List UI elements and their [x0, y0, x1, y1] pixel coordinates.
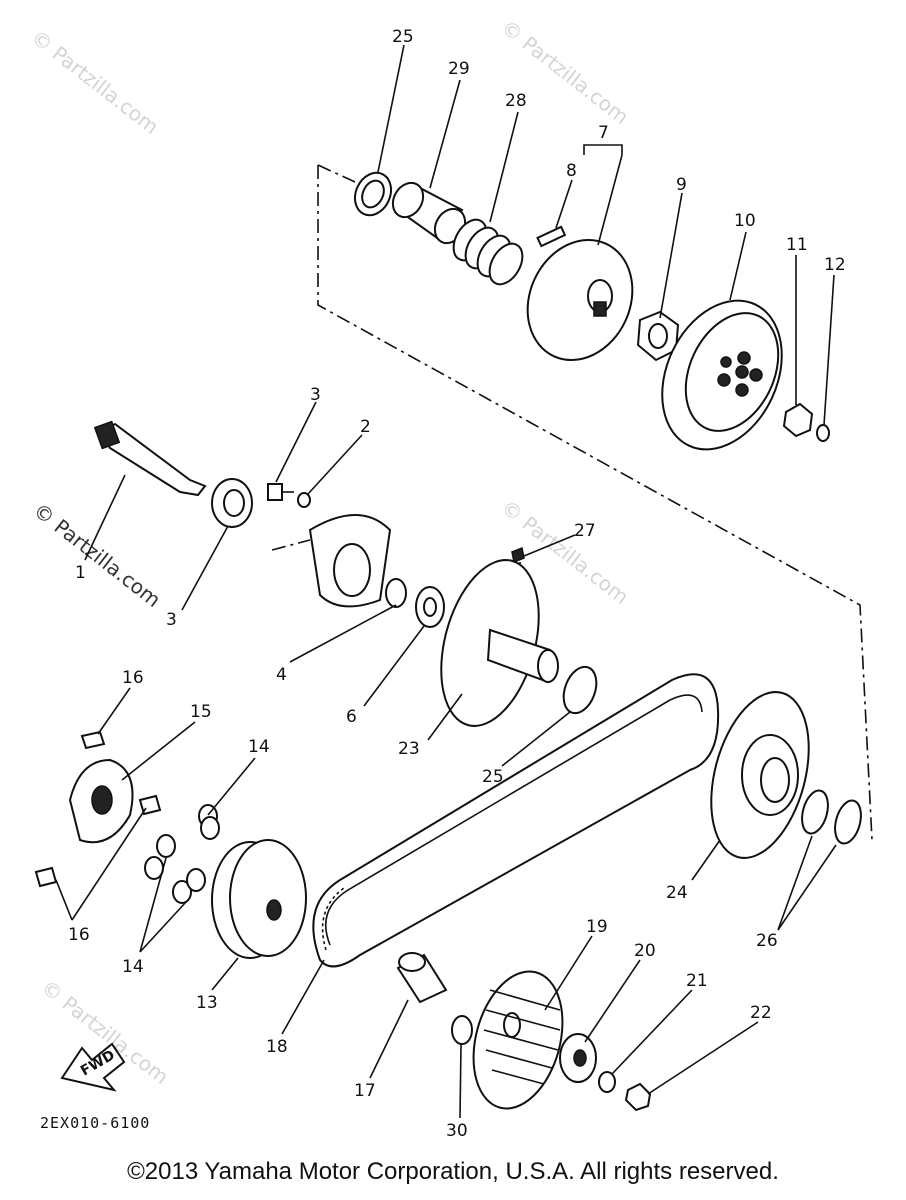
part-18-v-belt [312, 673, 720, 968]
part-9-nut [636, 310, 680, 362]
callout-8: 8 [566, 161, 577, 181]
callout-13: 13 [196, 993, 218, 1013]
callout-17: 17 [354, 1081, 376, 1101]
callout-15: 15 [190, 702, 212, 722]
part-8-spring-small [536, 225, 567, 248]
part-14-rollers [144, 804, 220, 904]
part-10-clutch-housing [661, 299, 783, 451]
callout-27: 27 [574, 521, 596, 541]
callout-6: 6 [346, 707, 357, 727]
leader-lines [55, 44, 837, 1119]
callout-22: 22 [750, 1003, 772, 1023]
callout-23: 23 [398, 739, 420, 759]
part-26-washers [801, 789, 862, 845]
part-7-clutch-carrier [526, 238, 634, 362]
part-22-nut [624, 1082, 652, 1112]
part-1-drive-shaft [93, 420, 207, 497]
part-6-bearing [415, 586, 445, 628]
callout-16-bottom: 16 [68, 925, 90, 945]
callout-3-bearing: 3 [166, 610, 177, 630]
part-3-bearing [211, 478, 253, 528]
part-4-washer [385, 578, 407, 608]
part-3-bolt [267, 483, 294, 501]
callout-12: 12 [824, 255, 846, 275]
callout-10: 10 [734, 211, 756, 231]
diagram-code: 2EX010-6100 [40, 1114, 150, 1132]
part-16-slider-a [80, 730, 106, 750]
part-25-oil-seal [354, 171, 392, 217]
callout-labels: 25 29 28 7 8 9 10 11 12 3 2 1 3 27 4 6 2… [68, 27, 846, 1141]
callout-4: 4 [276, 665, 287, 685]
callout-9: 9 [676, 175, 687, 195]
callout-25-lower: 25 [482, 767, 504, 787]
copyright-notice: ©2013 Yamaha Motor Corporation, U.S.A. A… [127, 1158, 779, 1185]
watermark-5: © Partzilla.com [29, 498, 165, 612]
callout-19: 19 [586, 917, 608, 937]
part-23-secondary-sheave [440, 559, 559, 727]
part-17-collar [396, 952, 448, 1004]
callout-14-top: 14 [248, 737, 270, 757]
callout-30: 30 [446, 1121, 468, 1141]
watermark-1: © Partzilla.com [27, 25, 163, 139]
cover-plate [308, 514, 392, 608]
callout-11: 11 [786, 235, 808, 255]
part-21-washer [598, 1071, 616, 1093]
callout-14-bottom: 14 [122, 957, 144, 977]
part-28-spring [452, 218, 524, 286]
callout-24: 24 [666, 883, 688, 903]
part-24-sliding-sheave [710, 691, 810, 859]
callout-7: 7 [598, 123, 609, 143]
callout-1: 1 [75, 563, 86, 583]
part-19-fan [472, 970, 564, 1110]
part-25-seal-lower [562, 665, 598, 715]
part-16-slider-c [34, 866, 58, 888]
clutch-assembly-frame [271, 164, 873, 841]
part-20-nut-plate [559, 1033, 597, 1083]
part-13-primary-sheave [211, 839, 307, 959]
callout-25: 25 [392, 27, 414, 47]
part-15-cam [68, 758, 134, 844]
part-30-washer [451, 1015, 473, 1045]
fwd-arrow-icon: FWD [60, 1042, 126, 1092]
part-12-washer [816, 424, 830, 442]
callout-20: 20 [634, 941, 656, 961]
callout-29: 29 [448, 59, 470, 79]
callout-2: 2 [360, 417, 371, 437]
callout-21: 21 [686, 971, 708, 991]
callout-3-bolt: 3 [310, 385, 321, 405]
part-2-washer [297, 492, 311, 508]
callout-18: 18 [266, 1037, 288, 1057]
callout-26: 26 [756, 931, 778, 951]
callout-16-top: 16 [122, 668, 144, 688]
part-11-nut [782, 402, 814, 438]
callout-28: 28 [505, 91, 527, 111]
